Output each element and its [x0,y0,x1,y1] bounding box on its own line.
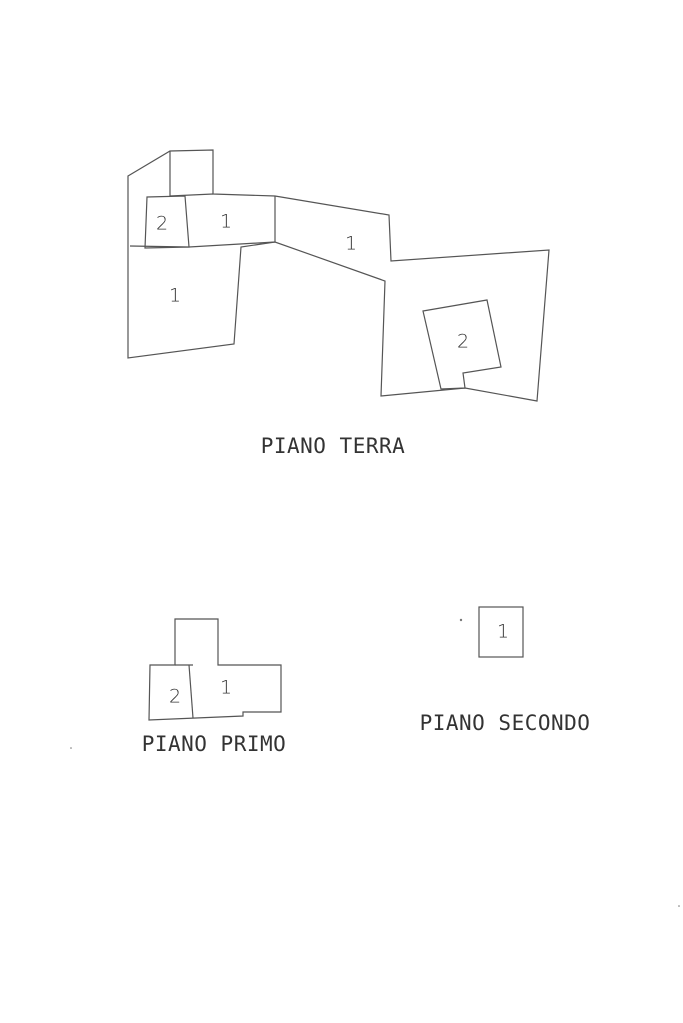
floor-title: PIANO PRIMO [142,732,287,756]
ink-speck [70,747,72,749]
unit-number: 1 [220,211,232,233]
ground-floor-partition [169,151,214,197]
ground-floor-partition [129,241,276,248]
ground-floor-perimeter [127,149,550,402]
second-floor-perimeter [478,606,524,658]
first-floor-plan: 2 1 PIANO PRIMO [142,618,287,756]
ink-speck [459,618,463,622]
second-floor-plan: 1 PIANO SECONDO [420,606,591,735]
floor-title: PIANO TERRA [261,434,406,458]
floor-title: PIANO SECONDO [420,711,591,735]
first-floor-partition [188,664,194,719]
unit-number: 1 [345,233,357,255]
unit-number: 2 [169,686,181,708]
ink-speck [678,905,680,907]
unit-number: 2 [457,331,469,353]
ground-floor-room-2-outline [144,195,190,249]
unit-number: 1 [497,621,509,643]
unit-number: 1 [220,677,232,699]
ground-floor-room-2b-outline [422,299,502,390]
first-floor-perimeter [148,618,282,721]
unit-number: 2 [156,213,168,235]
unit-number: 1 [169,285,181,307]
ground-floor-plan: 2 1 1 1 2 PIANO TERRA [127,149,550,458]
